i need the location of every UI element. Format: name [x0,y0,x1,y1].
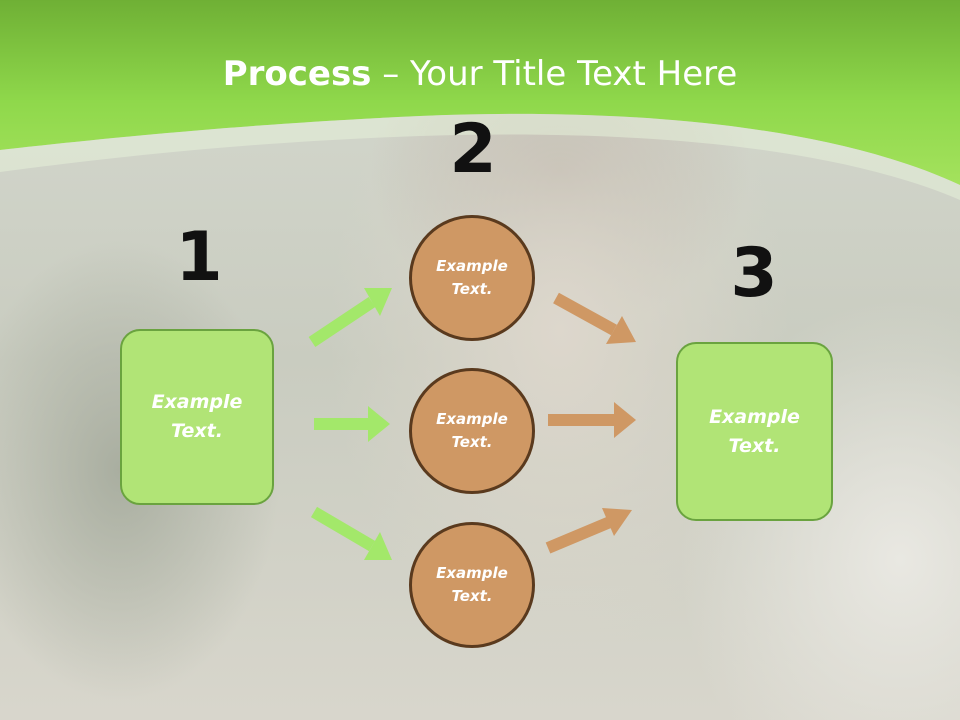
step3-box: Example Text. [676,342,833,521]
step2-circle-2-text: Example Text. [436,410,508,451]
arrow-box1-to-circle1 [308,288,392,347]
step3-box-text: Example Text. [709,405,800,457]
step1-box: Example Text. [120,329,274,505]
step-number-2: 2 [449,110,497,189]
step-number-1: 1 [175,218,223,297]
title-bold: Process [222,54,372,94]
step2-circle-3: Example Text. [409,522,535,648]
arrow-circle3-to-box3 [545,508,632,554]
title-rest: – Your Title Text Here [371,54,738,94]
page-title: Process – Your Title Text Here [0,52,960,96]
arrow-box1-to-circle3 [310,506,392,560]
step2-circle-1: Example Text. [409,215,535,341]
step1-box-text: Example Text. [151,391,243,442]
arrow-circle2-to-box3 [548,402,636,438]
step2-circle-2: Example Text. [409,368,535,494]
arrow-circle1-to-box3 [553,292,636,344]
step2-circle-3-text: Example Text. [436,564,508,605]
step2-circle-1-text: Example Text. [436,257,508,298]
step-number-3: 3 [730,234,778,313]
arrow-box1-to-circle2 [314,406,390,442]
header-band [0,0,960,200]
